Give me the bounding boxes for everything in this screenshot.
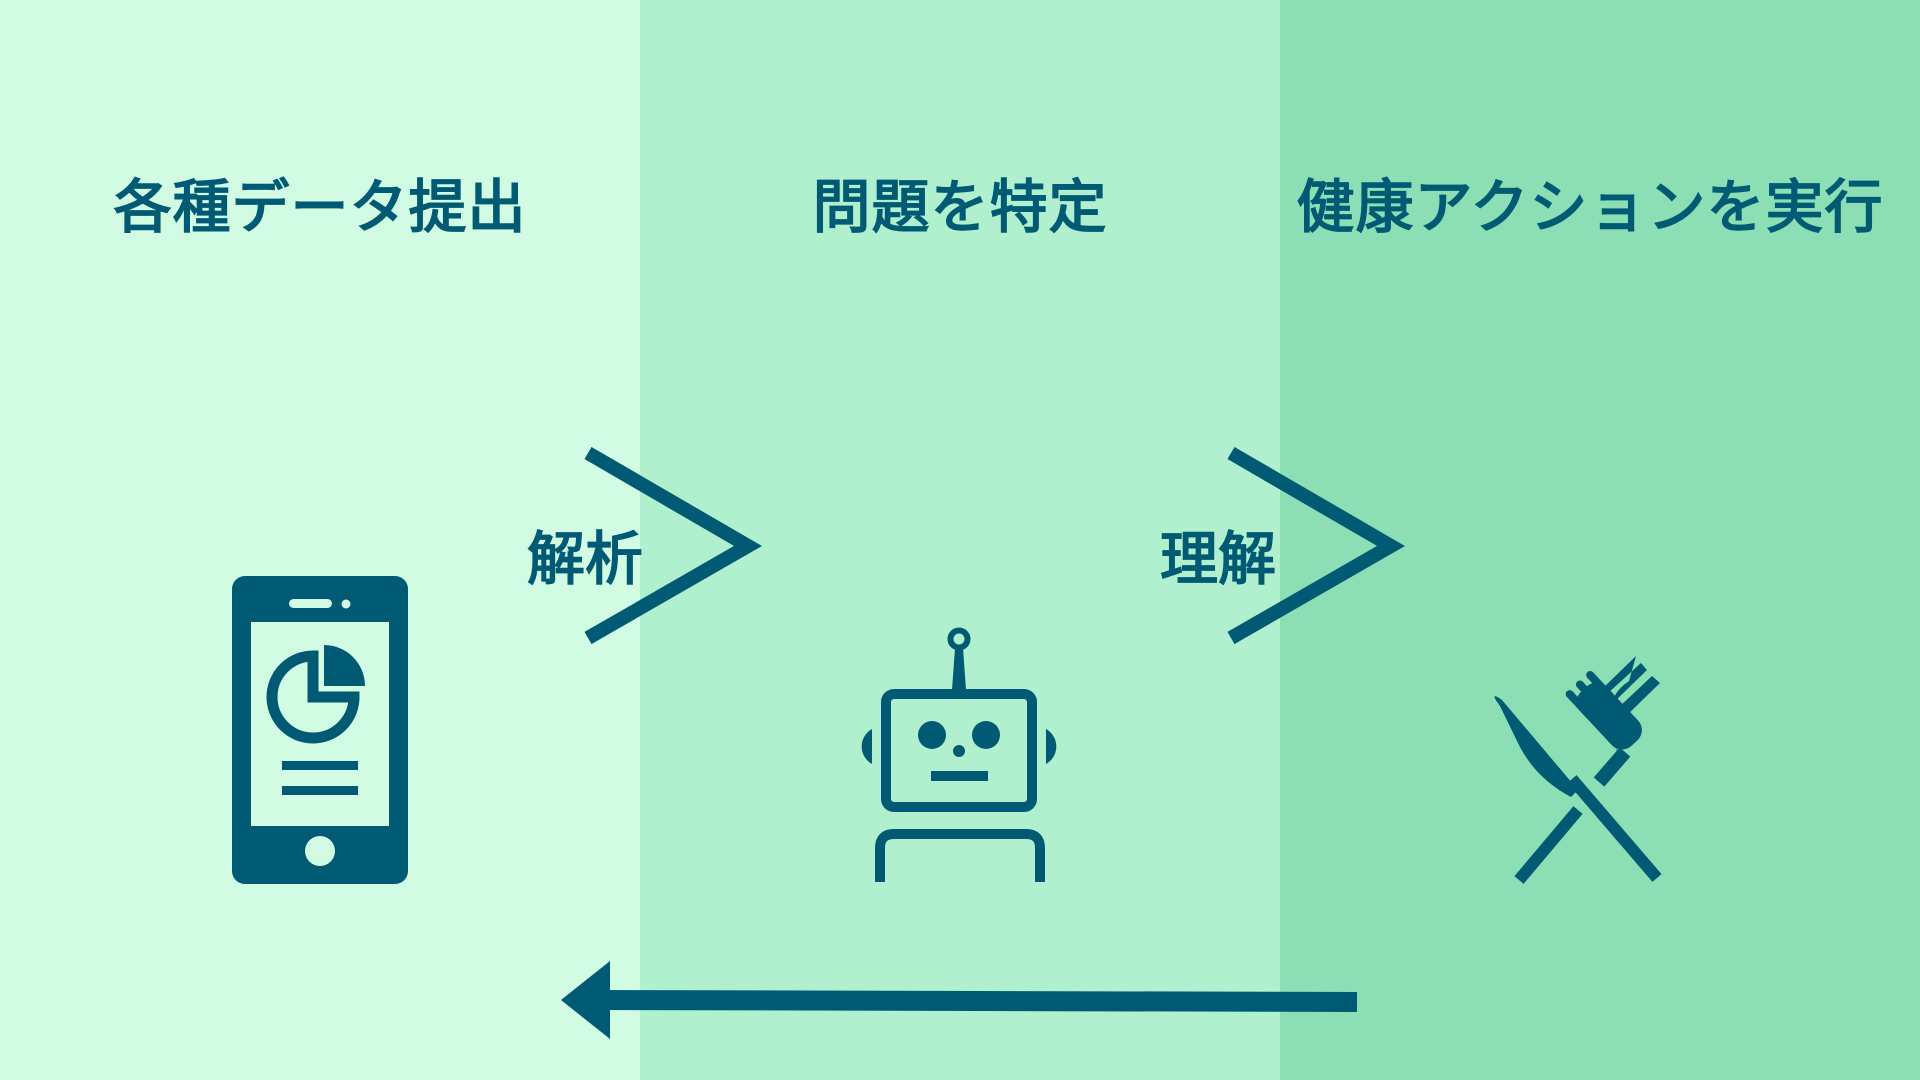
step-title-submit-data: 各種データ提出	[113, 173, 527, 241]
connector-label-analyze: 解析	[527, 525, 644, 593]
arrow-left-icon	[561, 961, 1358, 1039]
step-title-identify-problem: 問題を特定	[812, 173, 1108, 241]
chevron-right-icon	[1227, 446, 1405, 645]
step-title-health-action: 健康アクションを実行	[1296, 173, 1884, 241]
panel-submit-data: 各種データ提出	[0, 0, 640, 1080]
knife-fork-icon	[1494, 656, 1662, 884]
robot-icon	[861, 627, 1057, 882]
smartphone-chart-icon	[232, 576, 408, 884]
connector-label-understand: 理解	[1160, 525, 1277, 593]
chevron-right-icon	[584, 446, 762, 645]
